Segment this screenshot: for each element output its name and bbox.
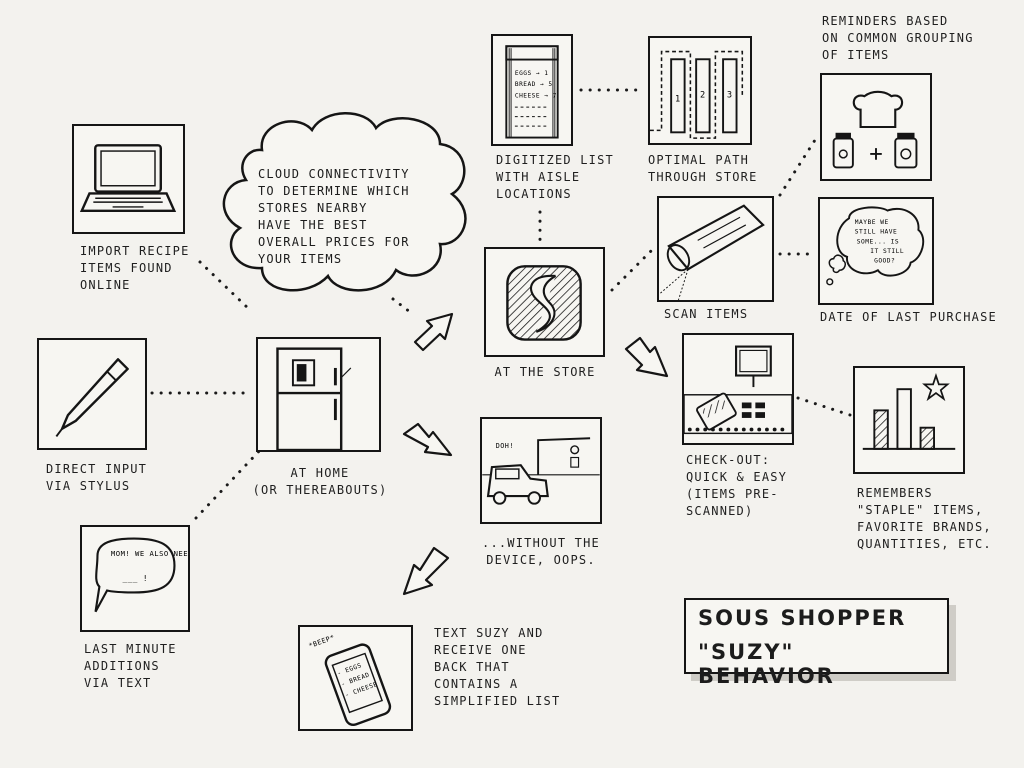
car-icon: DOH! — [482, 437, 600, 505]
optimal-path-caption: OPTIMAL PATH THROUGH STORE — [648, 153, 758, 184]
scan-items-panel — [657, 196, 774, 302]
list-entry-2: BREAD → 5 — [515, 81, 553, 88]
maybe-line-2: STILL HAVE — [855, 229, 897, 236]
mom-bubble-text: MOM! WE ALSO NEED — [111, 549, 188, 558]
grouping-icon — [832, 90, 918, 169]
list-entry-1: EGGS → 1 — [515, 70, 549, 77]
text-suzy-panel: *BEEP* - EGGS - BREAD - CHEESE — [298, 625, 413, 731]
mom-bubble-blank: ___ ! — [122, 574, 148, 583]
jar-icon — [832, 132, 854, 169]
last-minute-panel: MOM! WE ALSO NEED ___ ! — [80, 525, 190, 632]
scanner-icon — [659, 204, 765, 300]
register-icon — [684, 345, 792, 435]
speech-bubble-icon: MOM! WE ALSO NEED ___ ! — [94, 537, 188, 613]
title-line-1: SOUS SHOPPER — [698, 606, 907, 630]
checkout-caption: CHECK-OUT: QUICK & EASY (ITEMS PRE- SCAN… — [686, 453, 788, 518]
checkout-panel — [682, 333, 794, 445]
arrow-icon — [624, 336, 669, 378]
title-box: SOUS SHOPPER "SUZY" BEHAVIOR — [684, 598, 949, 688]
dotted-connector — [796, 396, 852, 417]
arrow-icon — [402, 546, 450, 596]
reminders-panel — [820, 73, 932, 181]
title-line-2: "SUZY" BEHAVIOR — [698, 640, 835, 688]
refrigerator-icon — [276, 347, 352, 450]
direct-input-caption: DIRECT INPUT VIA STYLUS — [46, 462, 148, 493]
dotted-connector — [198, 260, 254, 314]
beep-text: *BEEP* — [308, 633, 336, 650]
jar-icon — [894, 132, 918, 169]
without-device-panel: DOH! — [480, 417, 602, 524]
maybe-line-5: GOOD? — [874, 258, 895, 265]
maybe-line-1: MAYBE WE — [855, 219, 889, 226]
bread-icon — [852, 90, 904, 129]
doh-text: DOH! — [496, 442, 514, 450]
digitized-list-caption: DIGITIZED LIST WITH AISLE LOCATIONS — [496, 153, 614, 201]
arrow-icon — [402, 422, 453, 457]
at-store-panel — [484, 247, 605, 357]
remembers-panel — [853, 366, 965, 474]
maybe-line-3: SOME... IS — [857, 238, 899, 245]
dotted-connector — [610, 248, 654, 292]
aisle-2: 2 — [700, 91, 706, 101]
remembers-caption: REMEMBERS "STAPLE" ITEMS, FAVORITE BRAND… — [857, 486, 992, 551]
aisle-1: 1 — [675, 95, 681, 105]
date-last-purchase-panel: MAYBE WE STILL HAVE SOME... IS IT STILL … — [818, 197, 934, 305]
list-scroll-icon: EGGS → 1 BREAD → 5 CHEESE → 7 — [505, 45, 559, 139]
phone-icon: *BEEP* - EGGS - BREAD - CHEESE — [308, 633, 392, 727]
stylus-panel — [37, 338, 147, 450]
stylus-pen-icon — [55, 358, 129, 437]
reminders-caption: REMINDERS BASED ON COMMON GROUPING OF IT… — [822, 14, 974, 62]
home-fridge-panel — [256, 337, 381, 452]
store-map-icon: 1 2 3 — [650, 50, 744, 139]
arrow-icon — [413, 312, 454, 352]
laptop-panel — [72, 124, 185, 234]
without-device-caption: ...WITHOUT THE DEVICE, OOPS. — [482, 536, 600, 567]
at-store-caption: AT THE STORE — [494, 365, 596, 379]
maybe-line-4: IT STILL — [870, 248, 904, 255]
bar-chart-icon — [862, 372, 956, 450]
digitized-list-panel: EGGS → 1 BREAD → 5 CHEESE → 7 — [491, 34, 573, 146]
list-entry-3: CHEESE → 7 — [515, 93, 557, 100]
at-home-caption: AT HOME (OR THEREABOUTS) — [252, 466, 388, 497]
app-logo-icon — [506, 265, 582, 341]
scan-items-caption: SCAN ITEMS — [664, 307, 749, 321]
last-minute-caption: LAST MINUTE ADDITIONS VIA TEXT — [84, 642, 177, 690]
optimal-path-panel: 1 2 3 — [648, 36, 752, 145]
date-last-purchase-caption: DATE OF LAST PURCHASE — [820, 310, 997, 324]
import-recipe-caption: IMPORT RECIPE ITEMS FOUND ONLINE — [80, 244, 190, 292]
dotted-connector — [778, 138, 817, 197]
dotted-connector — [391, 297, 412, 314]
thought-bubble-icon: MAYBE WE STILL HAVE SOME... IS IT STILL … — [826, 206, 925, 286]
text-suzy-caption: TEXT SUZY AND RECEIVE ONE BACK THAT CONT… — [434, 626, 561, 708]
laptop-icon — [79, 144, 177, 213]
cloud-connectivity-text: CLOUD CONNECTIVITY TO DETERMINE WHICH ST… — [258, 167, 410, 266]
star-icon — [922, 372, 950, 402]
aisle-3: 3 — [727, 91, 733, 101]
